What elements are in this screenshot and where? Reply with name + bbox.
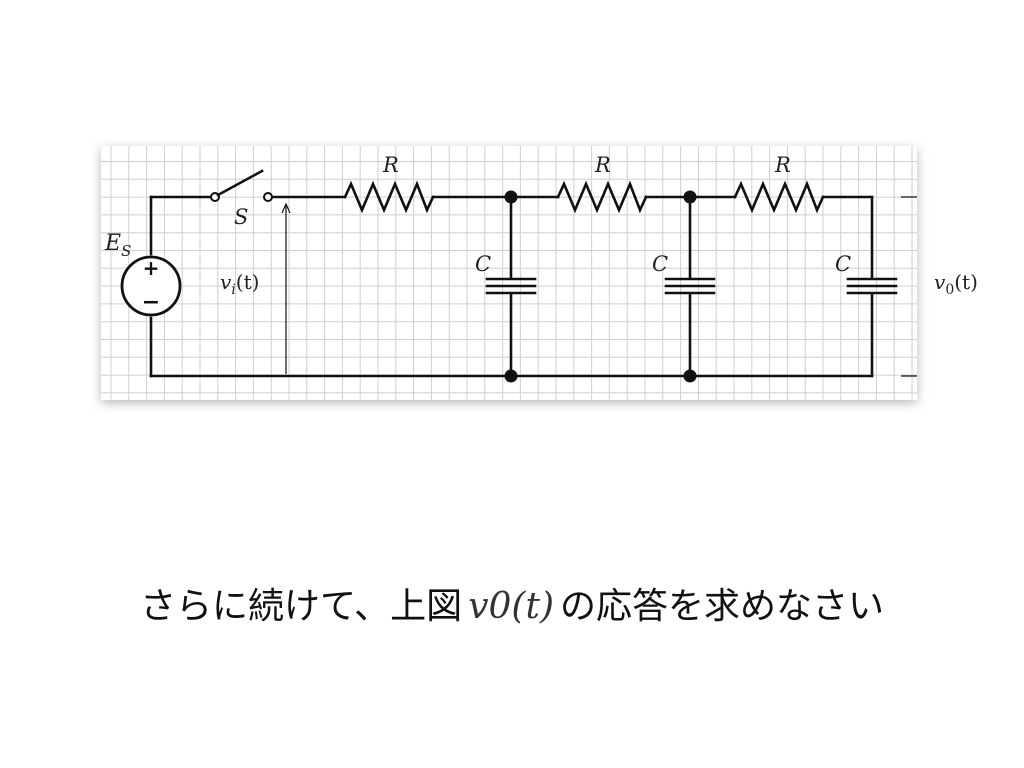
junction-dot bbox=[683, 190, 697, 204]
caption-text-before: さらに続けて、上図 bbox=[139, 586, 463, 627]
resistor-icon bbox=[733, 180, 825, 214]
circuit-diagram: + − ES S R R R C bbox=[101, 146, 917, 400]
source-plus-sign: + bbox=[143, 256, 160, 280]
caption-math: v0(t) bbox=[468, 586, 554, 627]
graph-paper-grid bbox=[101, 146, 917, 400]
resistor-icon bbox=[556, 180, 648, 214]
output-voltage-arrow bbox=[901, 196, 917, 377]
caption-text-after: の応答を求めなさい bbox=[560, 586, 885, 627]
wires bbox=[149, 195, 874, 378]
output-voltage-label-box: v0(t) bbox=[934, 270, 978, 298]
capacitor-icon bbox=[664, 277, 716, 295]
resistor-icon bbox=[343, 180, 435, 214]
resistor-label-2: R bbox=[594, 153, 611, 177]
resistor-label-1: R bbox=[382, 153, 399, 177]
source-minus-sign: − bbox=[142, 290, 160, 315]
circuit-figure: + − ES S R R R C bbox=[101, 146, 917, 400]
capacitor-label-2: C bbox=[652, 252, 668, 276]
junction-dot bbox=[504, 369, 518, 383]
input-voltage-label: vi(t) bbox=[220, 270, 259, 298]
output-voltage-label: v0(t) bbox=[934, 270, 978, 298]
capacitor-icon bbox=[485, 277, 537, 295]
source-label: ES bbox=[104, 231, 131, 260]
switch-label: S bbox=[234, 205, 248, 229]
resistor-label-3: R bbox=[774, 153, 791, 177]
switch-icon bbox=[210, 169, 273, 202]
junction-dot bbox=[504, 190, 518, 204]
junction-dot bbox=[683, 369, 697, 383]
input-voltage-arrow bbox=[281, 202, 291, 374]
capacitor-label-1: C bbox=[475, 252, 491, 276]
capacitor-label-3: C bbox=[835, 252, 851, 276]
voltage-source-icon: + − bbox=[120, 255, 182, 317]
capacitor-icon bbox=[846, 277, 898, 295]
